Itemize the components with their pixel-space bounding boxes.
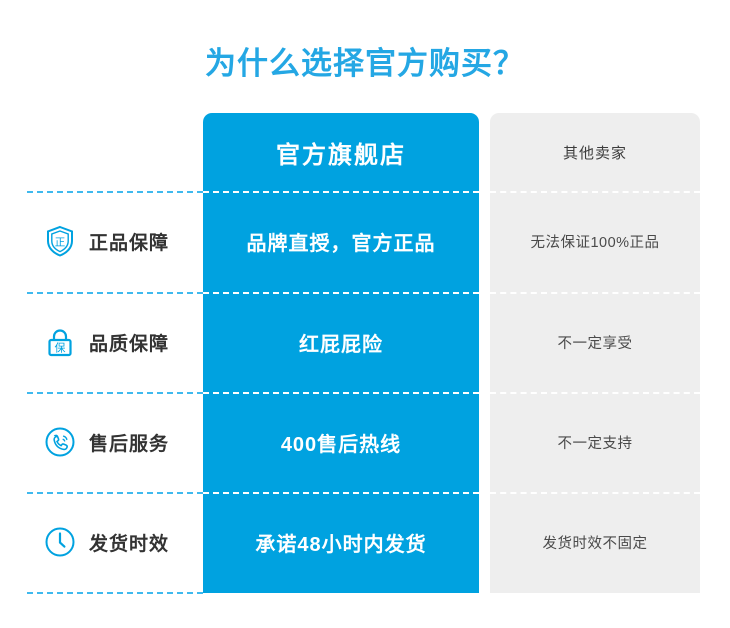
clock-icon xyxy=(45,527,75,557)
row-separator xyxy=(490,191,700,193)
feature-label-text: 品质保障 xyxy=(89,333,170,355)
row-separator xyxy=(27,592,203,594)
cell-other-row-4: 发货时效不固定 xyxy=(542,535,648,552)
cell-official-row-1: 品牌直授，官方正品 xyxy=(246,232,436,255)
page-title: 为什么选择官方购买？ xyxy=(205,46,525,81)
row-separator xyxy=(203,191,479,193)
row-separator xyxy=(203,492,479,494)
column-header-official: 官方旗舰店 xyxy=(276,141,406,169)
shield-check-icon: 正 xyxy=(47,225,73,257)
row-separator xyxy=(27,392,203,394)
row-separator xyxy=(490,292,700,294)
row-separator xyxy=(27,191,203,193)
cell-other-row-1: 无法保证100%正品 xyxy=(530,234,660,251)
cell-official-row-4: 承诺48小时内发货 xyxy=(255,533,427,556)
feature-label-text: 发货时效 xyxy=(89,533,170,555)
feature-label-text: 售后服务 xyxy=(89,433,170,455)
feature-row-label: 发货时效 xyxy=(27,494,203,590)
official-store-column-panel xyxy=(203,113,479,593)
cell-official-row-3: 400售后热线 xyxy=(280,433,402,456)
row-separator xyxy=(27,292,203,294)
feature-row-label: 正 正品保障 xyxy=(27,193,203,289)
cell-other-row-3: 不一定支持 xyxy=(557,435,633,452)
cell-official-row-2: 红屁屁险 xyxy=(299,333,383,356)
lock-icon: 保 xyxy=(48,329,72,357)
cell-other-row-2: 不一定享受 xyxy=(557,335,633,352)
row-separator xyxy=(203,392,479,394)
row-separator xyxy=(490,492,700,494)
svg-text:正: 正 xyxy=(55,236,66,248)
row-separator xyxy=(203,292,479,294)
other-sellers-column-panel xyxy=(490,113,700,593)
phone-support-icon xyxy=(45,427,75,457)
feature-row-label: 售后服务 xyxy=(27,394,203,490)
row-separator xyxy=(490,392,700,394)
row-separator xyxy=(27,492,203,494)
feature-row-label: 保 品质保障 xyxy=(27,294,203,390)
column-header-other: 其他卖家 xyxy=(562,144,627,162)
feature-label-text: 正品保障 xyxy=(89,232,170,254)
svg-text:保: 保 xyxy=(55,341,66,355)
